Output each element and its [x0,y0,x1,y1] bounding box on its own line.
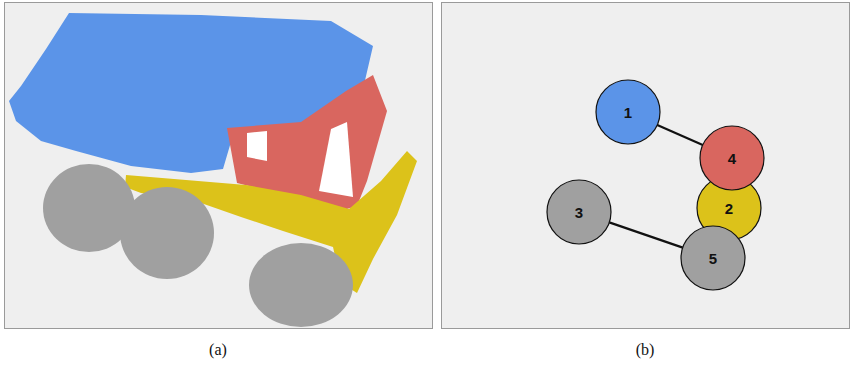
graph-edge [609,222,682,247]
graph-node-circle: 1 [596,80,660,144]
node-number: 4 [700,126,764,190]
graph-edge [657,125,702,145]
truck-wheel-segment [120,187,214,279]
graph-node-circle: 4 [700,126,764,190]
node-number: 5 [681,226,745,290]
truck-wheel-segment [249,243,353,327]
segmented-truck-illustration [5,3,434,330]
cab-window [319,122,353,197]
graph-node-circle: 3 [547,180,611,244]
cab-window [247,131,267,161]
graph-panel [441,2,850,329]
node-number: 3 [547,180,611,244]
panel-label: (b) [636,341,655,359]
node-number: 1 [596,80,660,144]
graph-node-circle: 5 [681,226,745,290]
panel-label: (a) [209,341,227,359]
image-panel [4,2,433,329]
